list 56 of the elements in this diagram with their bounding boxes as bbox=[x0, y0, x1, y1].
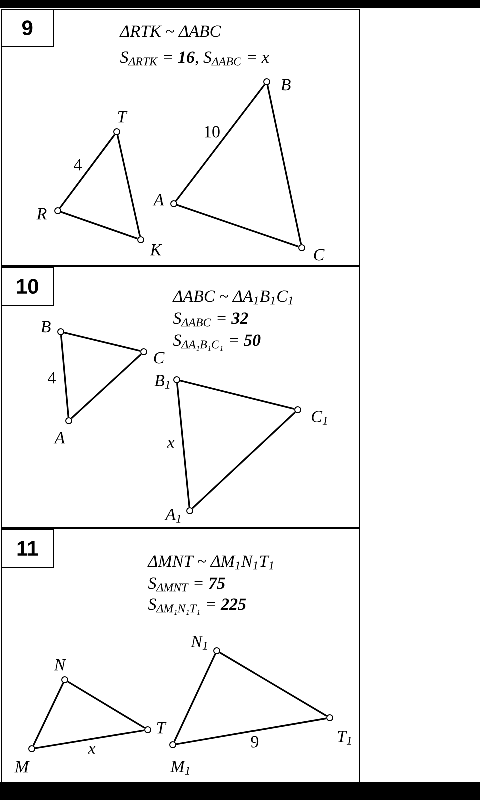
vertex-label: A$_{1}$ bbox=[164, 509, 181, 523]
triangle-side bbox=[60, 335, 70, 418]
vertex-label: A bbox=[54, 432, 66, 444]
vertex-label: T$_{1}$ bbox=[338, 731, 352, 745]
vertex-label: T bbox=[118, 111, 128, 123]
triangle-side bbox=[266, 85, 302, 245]
vertex-label: B$_{1}$ bbox=[154, 375, 170, 389]
problem-panel bbox=[1, 266, 360, 528]
triangle-side bbox=[116, 135, 142, 237]
triangle-side bbox=[35, 730, 145, 750]
triangle-side bbox=[61, 211, 138, 240]
vertex-label: T bbox=[157, 722, 167, 734]
triangle-side bbox=[180, 380, 295, 410]
triangle-side bbox=[192, 412, 296, 510]
vertex-label: N bbox=[54, 659, 66, 671]
triangle-side bbox=[71, 354, 142, 420]
formula-text: S$_{ΔABC}$ = 32 bbox=[173, 312, 248, 327]
problem-panel bbox=[1, 528, 360, 784]
edge-label: 9 bbox=[251, 736, 259, 748]
vertex-label: A bbox=[152, 194, 164, 206]
vertex-label: B bbox=[280, 79, 291, 91]
vertex-label: N$_{1}$ bbox=[190, 636, 208, 650]
problem-number: 11 bbox=[1, 529, 54, 568]
edge-label: x bbox=[88, 746, 96, 754]
edge-label: 4 bbox=[48, 372, 56, 384]
triangle-side bbox=[68, 681, 146, 729]
vertex-label: B bbox=[40, 321, 51, 333]
triangle-side bbox=[64, 332, 141, 352]
problem-number: 10 bbox=[1, 267, 54, 306]
vertex-label: M$_{1}$ bbox=[170, 761, 190, 775]
formula-text: ΔRTK ~ ΔABC bbox=[120, 26, 222, 38]
vertex-label: K bbox=[150, 244, 162, 256]
vertex-label: M bbox=[14, 761, 30, 773]
vertex-label: C bbox=[314, 249, 325, 261]
triangle-side bbox=[59, 134, 116, 209]
formula-text: ΔABC ~ ΔA$_{1}$B$_{1}$C$_{1}$ bbox=[172, 290, 293, 305]
triangle-side bbox=[176, 383, 190, 508]
triangle-side bbox=[32, 682, 64, 746]
triangle-side bbox=[176, 718, 327, 746]
triangle-side bbox=[177, 204, 299, 248]
vertex-label: C$_{1}$ bbox=[312, 411, 328, 425]
formula-text: ΔMNT ~ ΔM$_{1}$N$_{1}$T$_{1}$ bbox=[148, 556, 274, 570]
formula-text: S$_{ΔMNT}$ = 75 bbox=[148, 578, 226, 592]
vertex-label: R bbox=[36, 208, 47, 220]
problem-panel bbox=[1, 9, 360, 266]
formula-text: S$_{ΔM₁N₁T₁}$ = 225 bbox=[148, 598, 246, 615]
problem-number: 9 bbox=[1, 9, 54, 48]
triangle-side bbox=[175, 84, 266, 202]
formula-text: S$_{ΔA₁B₁C₁}$ = 50 bbox=[173, 334, 261, 351]
triangle-side bbox=[220, 652, 328, 717]
edge-label: 4 bbox=[74, 159, 82, 171]
triangle-side bbox=[174, 654, 216, 742]
vertex-label: C bbox=[154, 352, 165, 364]
formula-text: S$_{ΔRTK}$ = 16, S$_{ΔABC}$ = x bbox=[120, 52, 270, 66]
edge-label: x bbox=[167, 440, 175, 448]
edge-label: 10 bbox=[205, 126, 220, 138]
